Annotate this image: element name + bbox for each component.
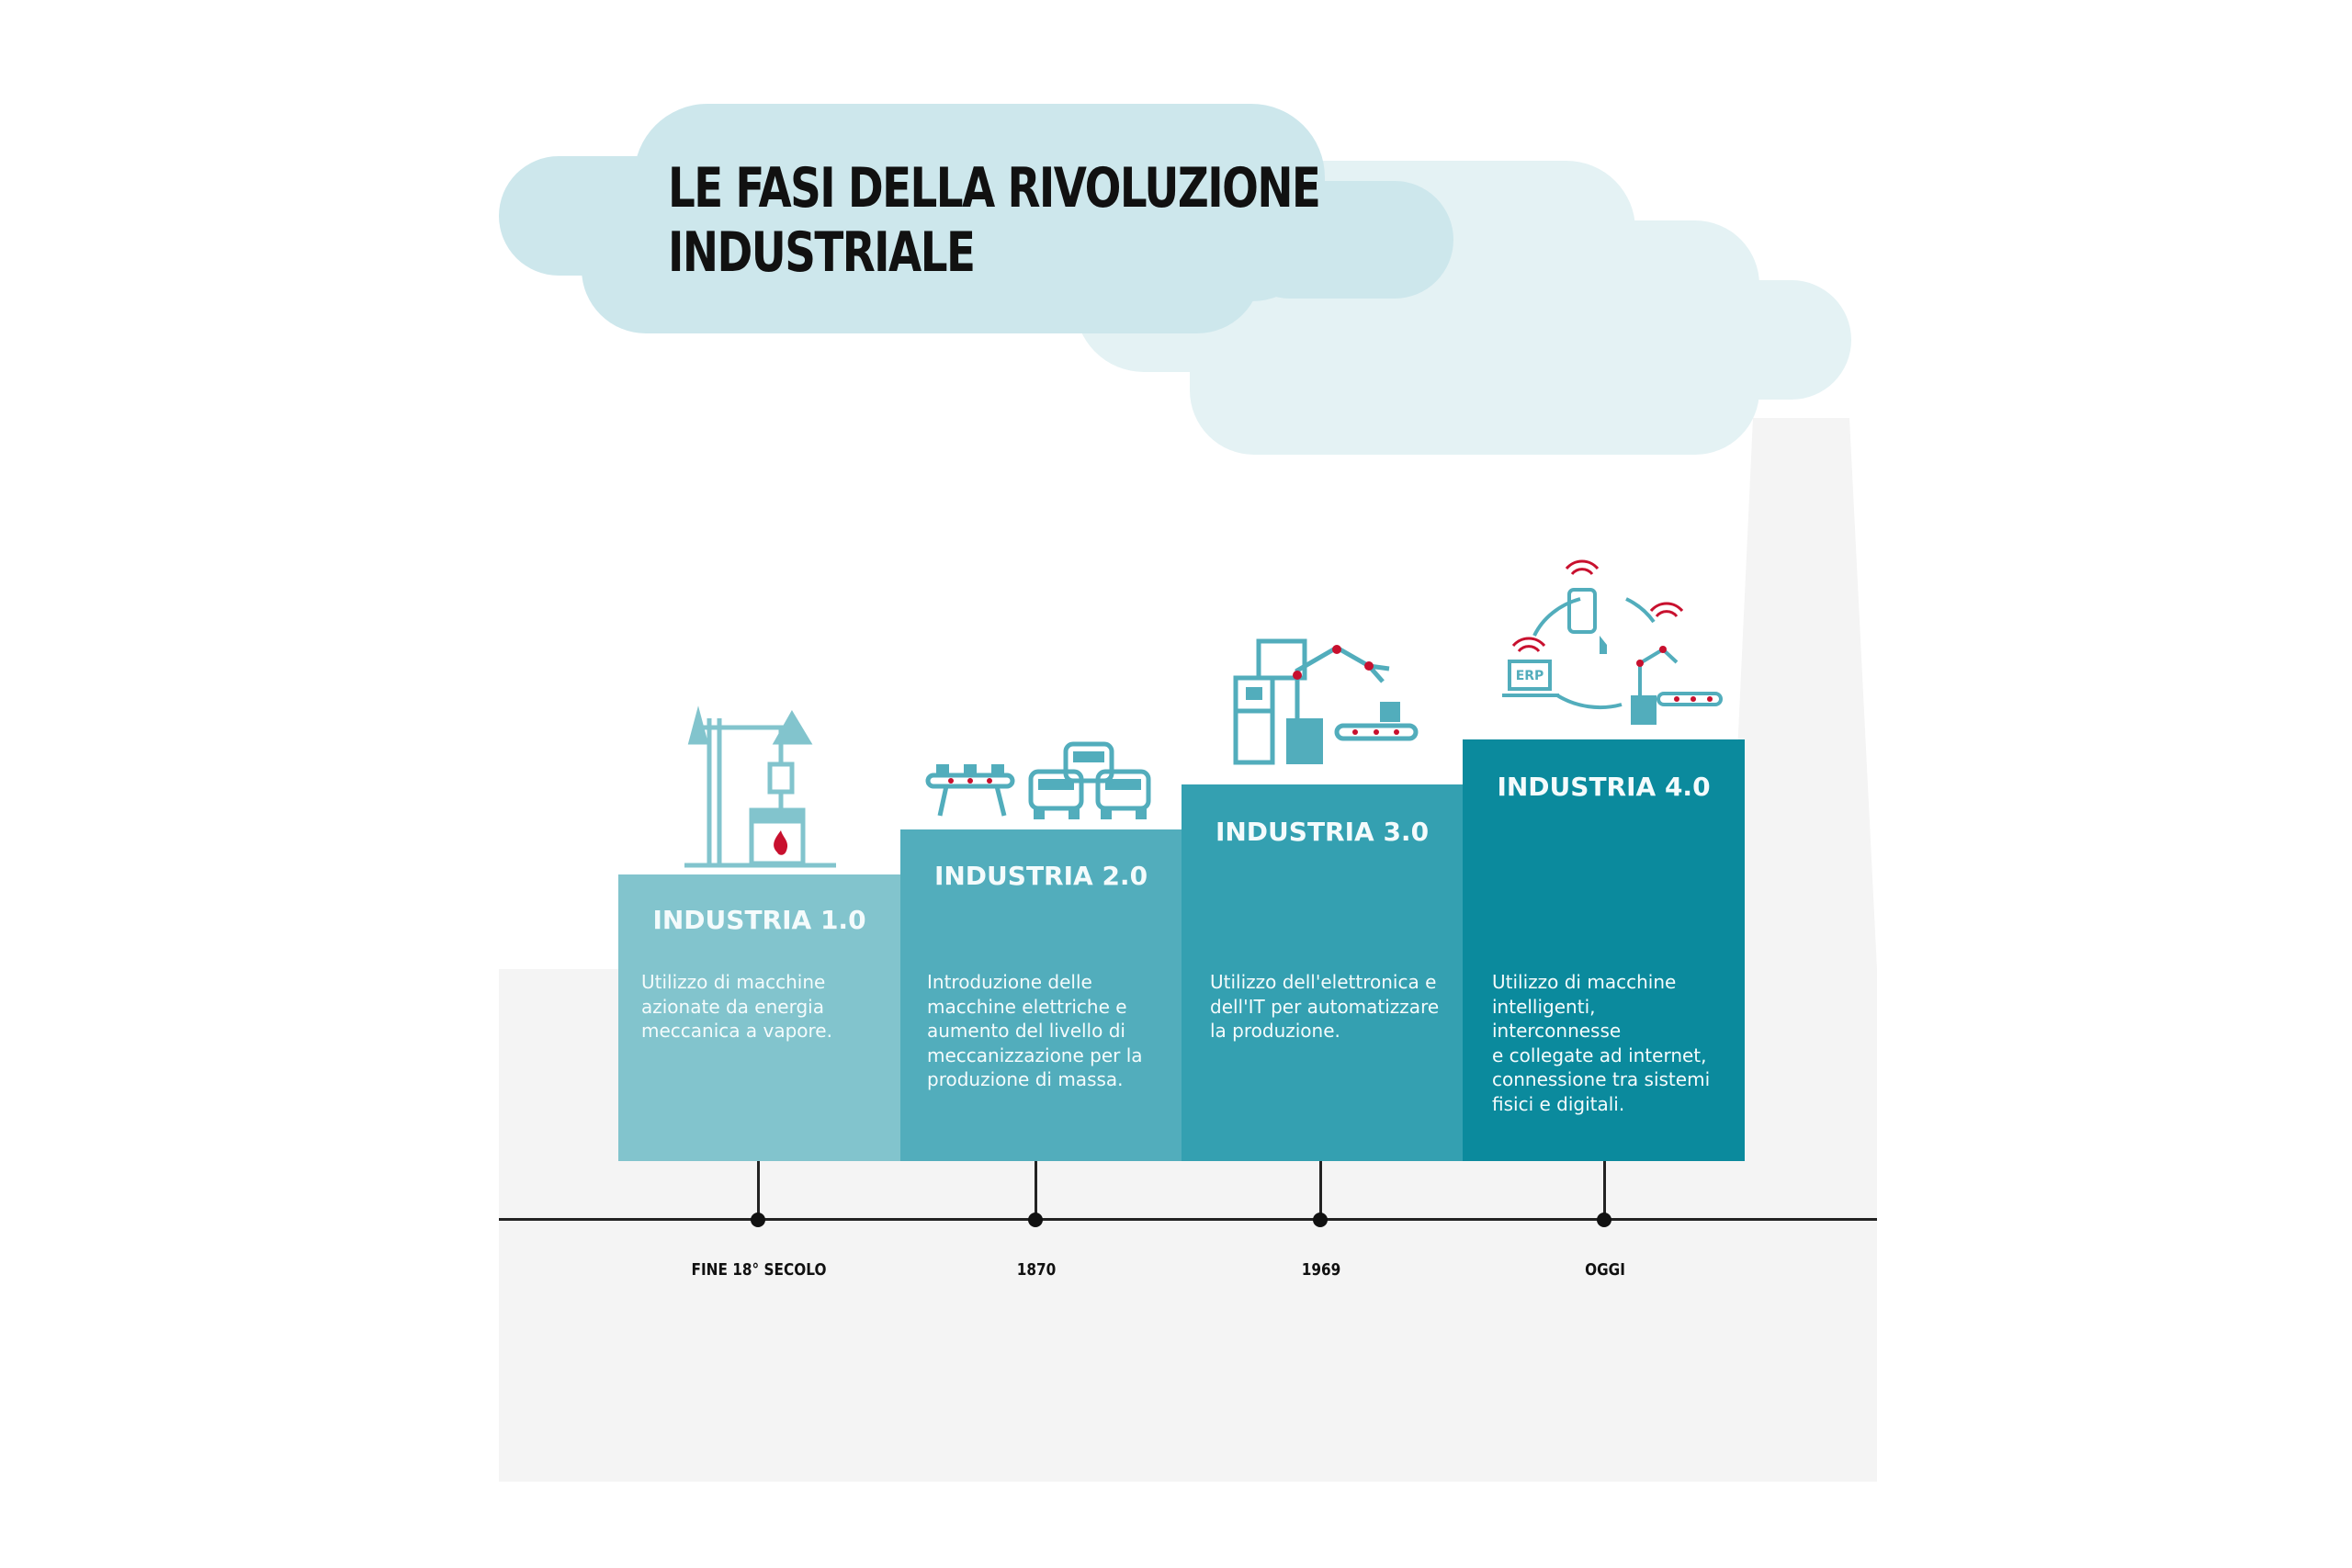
timeline-tick — [1603, 1161, 1606, 1219]
step-industria-4: INDUSTRIA 4.0 Utilizzo di macchine intel… — [1463, 739, 1745, 1161]
steam-engine-icon — [684, 705, 836, 868]
step-description: Utilizzo di macchine azionate da energia… — [641, 971, 832, 1042]
timeline-label: FINE 18° SECOLO — [691, 1260, 827, 1280]
step-industria-1: INDUSTRIA 1.0 Utilizzo di macchine azion… — [618, 874, 900, 1161]
timeline-label: OGGI — [1585, 1260, 1625, 1280]
connected-factory-icon: ERP — [1502, 559, 1723, 725]
timeline-dot — [1597, 1213, 1611, 1227]
step-description: Utilizzo dell'elettronica e dell'IT per … — [1210, 971, 1440, 1042]
timeline-tick — [757, 1161, 760, 1219]
step-industria-3: INDUSTRIA 3.0 Utilizzo dell'elettronica … — [1182, 784, 1463, 1161]
step-description: Utilizzo di macchine intelligenti, inter… — [1492, 971, 1711, 1115]
chimney-taper — [1727, 418, 1877, 969]
assembly-line-cars-icon — [925, 741, 1151, 819]
robot-arm-automation-icon — [1233, 638, 1419, 765]
title-line-1: LE FASI DELLA RIVOLUZIONE — [668, 156, 1321, 220]
erp-badge: ERP — [1516, 669, 1544, 683]
title-line-2: INDUSTRIALE — [668, 220, 976, 285]
timeline-dot — [1313, 1213, 1328, 1227]
step-title: INDUSTRIA 1.0 — [652, 905, 866, 935]
timeline-label: 1969 — [1301, 1260, 1341, 1280]
timeline-tick — [1035, 1161, 1037, 1219]
step-title: INDUSTRIA 2.0 — [933, 861, 1148, 891]
timeline-dot — [751, 1213, 765, 1227]
timeline-dot — [1028, 1213, 1043, 1227]
step-title: INDUSTRIA 3.0 — [1215, 817, 1430, 847]
timeline-label: 1870 — [1016, 1260, 1057, 1280]
timeline-tick — [1319, 1161, 1322, 1219]
timeline-axis — [499, 1218, 1877, 1221]
page-title: LE FASI DELLA RIVOLUZIONE INDUSTRIALE — [668, 156, 1321, 285]
step-title: INDUSTRIA 4.0 — [1497, 772, 1711, 802]
step-description: Introduzione delle macchine elettriche e… — [927, 971, 1143, 1090]
step-industria-2: INDUSTRIA 2.0 Introduzione delle macchin… — [900, 829, 1182, 1161]
